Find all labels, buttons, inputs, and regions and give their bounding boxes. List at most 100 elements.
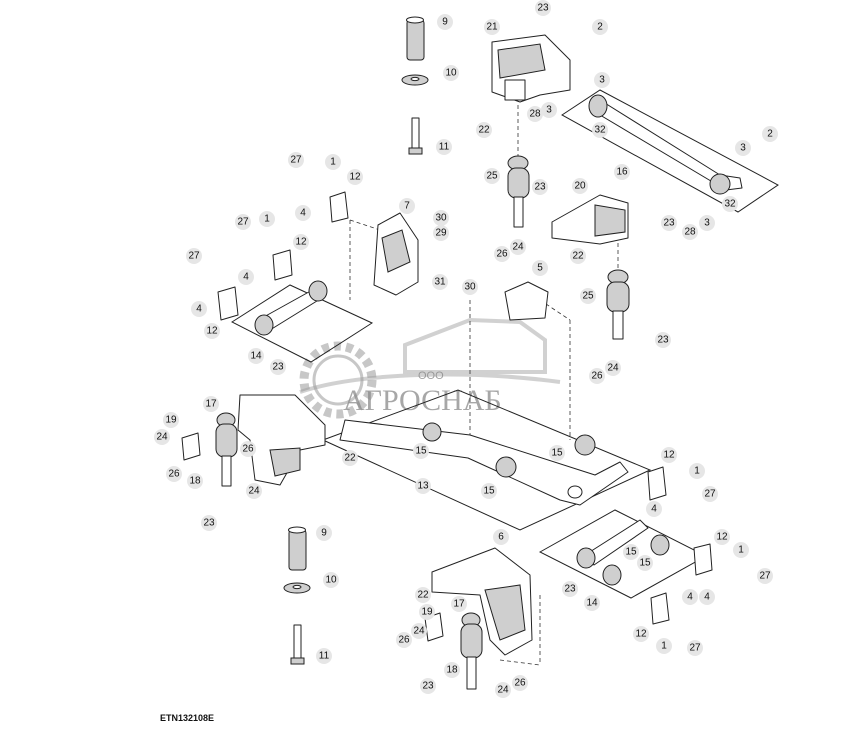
callout-10: 10: [323, 572, 339, 588]
callout-26: 26: [512, 675, 528, 691]
callout-17: 17: [451, 596, 467, 612]
svg-text:3: 3: [546, 105, 552, 116]
bracket-left-assembly: [237, 394, 326, 486]
svg-text:28: 28: [529, 109, 541, 120]
svg-text:9: 9: [321, 528, 327, 539]
svg-text:23: 23: [564, 584, 576, 595]
svg-text:11: 11: [319, 651, 330, 662]
svg-text:23: 23: [203, 518, 215, 529]
svg-text:28: 28: [684, 227, 696, 238]
callout-23: 23: [201, 515, 217, 531]
svg-text:18: 18: [189, 476, 201, 487]
svg-text:25: 25: [486, 171, 498, 182]
callout-23: 23: [655, 332, 671, 348]
svg-text:6: 6: [498, 532, 504, 543]
svg-text:15: 15: [639, 558, 651, 569]
callout-7: 7: [399, 198, 415, 214]
callout-4: 4: [682, 589, 698, 605]
svg-text:11: 11: [439, 142, 450, 153]
svg-text:30: 30: [435, 213, 447, 224]
air-spring-17-left: [215, 412, 238, 487]
air-spring-25-upper: [507, 155, 530, 228]
washer-10-top: [401, 74, 429, 86]
bracket-20: [551, 194, 629, 245]
svg-text:26: 26: [591, 371, 603, 382]
svg-text:26: 26: [398, 635, 410, 646]
callout-19: 19: [163, 412, 179, 428]
svg-text:19: 19: [165, 415, 177, 426]
callout-9: 9: [437, 14, 453, 30]
svg-text:24: 24: [156, 432, 168, 443]
callout-24: 24: [495, 682, 511, 698]
svg-text:31: 31: [434, 277, 446, 288]
svg-text:12: 12: [663, 450, 675, 461]
svg-text:12: 12: [635, 629, 647, 640]
callout-26: 26: [166, 466, 182, 482]
callout-14: 14: [248, 348, 264, 364]
callout-15: 15: [623, 544, 639, 560]
callout-32: 32: [592, 122, 608, 138]
svg-text:4: 4: [243, 272, 249, 283]
svg-text:12: 12: [349, 172, 361, 183]
callout-30: 30: [433, 210, 449, 226]
svg-text:26: 26: [514, 678, 526, 689]
svg-text:17: 17: [453, 599, 465, 610]
callout-24: 24: [605, 360, 621, 376]
callout-6: 6: [493, 529, 509, 545]
svg-text:22: 22: [572, 251, 584, 262]
svg-text:23: 23: [272, 362, 284, 373]
callout-18: 18: [187, 473, 203, 489]
callout-22: 22: [342, 450, 358, 466]
callout-12: 12: [293, 234, 309, 250]
callout-25: 25: [484, 168, 500, 184]
callout-2: 2: [762, 126, 778, 142]
svg-text:15: 15: [625, 547, 637, 558]
svg-text:27: 27: [689, 643, 701, 654]
svg-text:12: 12: [295, 237, 307, 248]
svg-text:5: 5: [537, 263, 543, 274]
callout-4: 4: [238, 269, 254, 285]
callout-27: 27: [702, 486, 718, 502]
callout-15: 15: [637, 555, 653, 571]
svg-text:20: 20: [574, 181, 586, 192]
callout-1: 1: [689, 463, 705, 479]
watermark-gear-icon: [299, 341, 377, 419]
callout-12: 12: [347, 169, 363, 185]
link-plate-14-left: [230, 284, 374, 363]
callout-23: 23: [420, 678, 436, 694]
svg-text:2: 2: [597, 22, 603, 33]
callout-26: 26: [494, 246, 510, 262]
callout-27: 27: [288, 152, 304, 168]
callout-1: 1: [656, 638, 672, 654]
svg-text:22: 22: [417, 590, 429, 601]
callout-31: 31: [432, 274, 448, 290]
svg-text:10: 10: [325, 575, 337, 586]
svg-text:32: 32: [724, 199, 736, 210]
watermark-truck-icon: [299, 317, 561, 394]
plate-12-c: [217, 286, 239, 321]
callout-3: 3: [594, 72, 610, 88]
callout-24: 24: [510, 239, 526, 255]
callout-3: 3: [735, 140, 751, 156]
svg-text:18: 18: [446, 665, 458, 676]
callout-27: 27: [235, 214, 251, 230]
callout-14: 14: [584, 595, 600, 611]
svg-text:26: 26: [168, 469, 180, 480]
callout-22: 22: [415, 587, 431, 603]
air-spring-17-bottom: [460, 612, 483, 690]
callout-26: 26: [240, 441, 256, 457]
link-plate-16: [561, 89, 779, 213]
callout-3: 3: [541, 102, 557, 118]
callout-24: 24: [246, 483, 262, 499]
callout-18: 18: [444, 662, 460, 678]
callout-19: 19: [419, 604, 435, 620]
svg-text:1: 1: [661, 641, 667, 652]
callout-12: 12: [661, 447, 677, 463]
svg-text:9: 9: [442, 17, 448, 28]
callout-22: 22: [476, 122, 492, 138]
bolt-11-top: [408, 117, 423, 155]
svg-text:32: 32: [594, 125, 606, 136]
svg-text:1: 1: [264, 214, 270, 225]
svg-text:27: 27: [759, 571, 771, 582]
svg-text:4: 4: [704, 592, 710, 603]
